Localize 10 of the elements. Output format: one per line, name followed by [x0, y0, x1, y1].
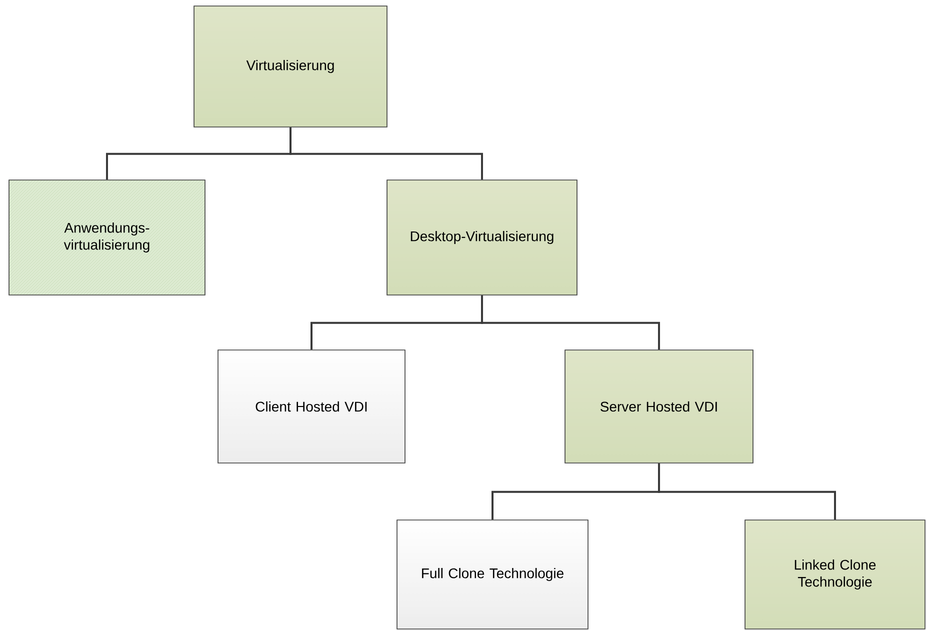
- process-box: Client Hosted VDI: [218, 350, 406, 464]
- connector: [481, 295, 660, 350]
- process-box: Desktop-Virtualisierung: [386, 180, 578, 296]
- process-box: Linked Clone Technologie: [744, 520, 926, 630]
- connector: [290, 127, 483, 180]
- process-box: Virtualisierung: [194, 6, 388, 128]
- hatched-box: Anwendungs-virtualisierung: [8, 180, 206, 296]
- process-box: Full Clone Technologie: [396, 520, 588, 630]
- connector: [658, 463, 836, 520]
- process-box: Server Hosted VDI: [564, 350, 754, 464]
